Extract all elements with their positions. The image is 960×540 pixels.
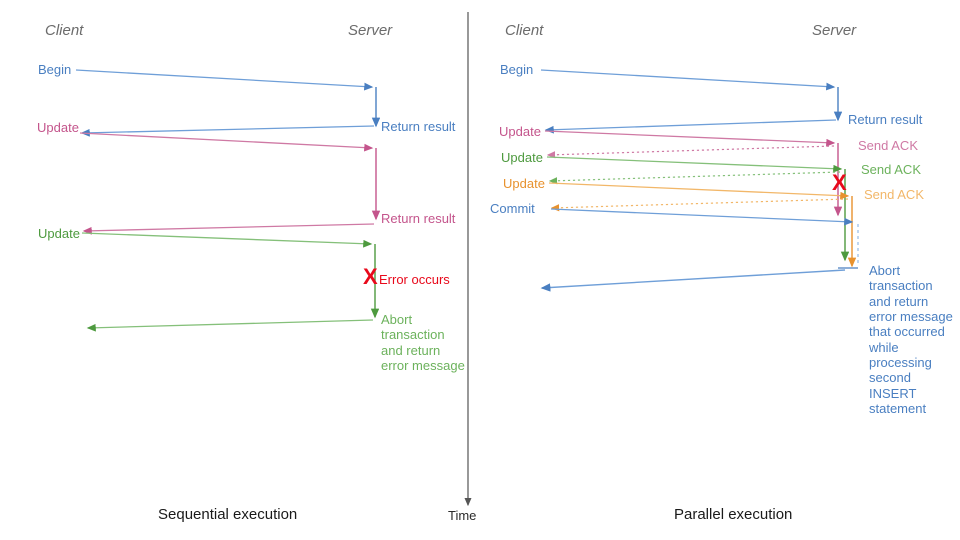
arrow-update-2: [81, 232, 373, 248]
left-msg-update-1: Update: [37, 120, 79, 135]
right-msg-update-3: Update: [503, 176, 545, 191]
right-diagram-arrows: [540, 69, 859, 292]
error-marker-icon: X: [363, 264, 378, 289]
left-actor-client: Client: [45, 22, 84, 39]
left-msg-error-occurs: Error occurs: [379, 272, 450, 287]
arrow-send-ack-1: [546, 145, 835, 159]
left-msg-return-result-1: Return result: [381, 119, 456, 134]
right-msg-begin: Begin: [500, 62, 534, 77]
arrow-send-ack-2: [548, 171, 841, 185]
right-caption: Parallel execution: [674, 506, 793, 523]
right-msg-abort: Abort transaction and return error messa…: [869, 263, 953, 416]
left-diagram-arrows: [75, 69, 381, 332]
left-caption: Sequential execution: [158, 506, 298, 523]
right-msg-send-ack-3: Send ACK: [864, 187, 924, 202]
arrow-update-3: [548, 182, 850, 200]
arrow-begin: [75, 69, 374, 91]
error-marker-icon: X: [832, 170, 847, 195]
arrow-update-2: [546, 156, 843, 173]
right-msg-commit: Commit: [490, 201, 535, 216]
right-msg-send-ack-2: Send ACK: [861, 162, 921, 177]
left-msg-return-result-2: Return result: [381, 211, 456, 226]
time-axis-label: Time: [448, 508, 477, 523]
arrow-abort: [540, 267, 858, 292]
right-msg-update-1: Update: [499, 124, 541, 139]
arrow-abort: [86, 319, 374, 332]
arrow-update-1: [79, 132, 374, 152]
left-msg-abort: Abort transaction and return error messa…: [381, 312, 465, 373]
right-actor-client: Client: [505, 22, 544, 39]
left-msg-begin: Begin: [38, 62, 72, 77]
right-msg-send-ack-1: Send ACK: [858, 138, 918, 153]
right-msg-update-2: Update: [501, 150, 543, 165]
arrow-return-result-1: [80, 125, 375, 137]
right-msg-return-result: Return result: [848, 112, 923, 127]
arrow-send-ack-3: [550, 198, 849, 212]
left-actor-server: Server: [348, 22, 393, 39]
right-actor-server: Server: [812, 22, 857, 39]
arrow-commit: [550, 208, 854, 226]
left-msg-update-2: Update: [38, 226, 80, 241]
arrow-return-result-2: [82, 223, 375, 235]
arrow-update-1: [544, 130, 836, 147]
arrow-begin: [540, 69, 836, 91]
arrow-return-result: [544, 119, 837, 134]
